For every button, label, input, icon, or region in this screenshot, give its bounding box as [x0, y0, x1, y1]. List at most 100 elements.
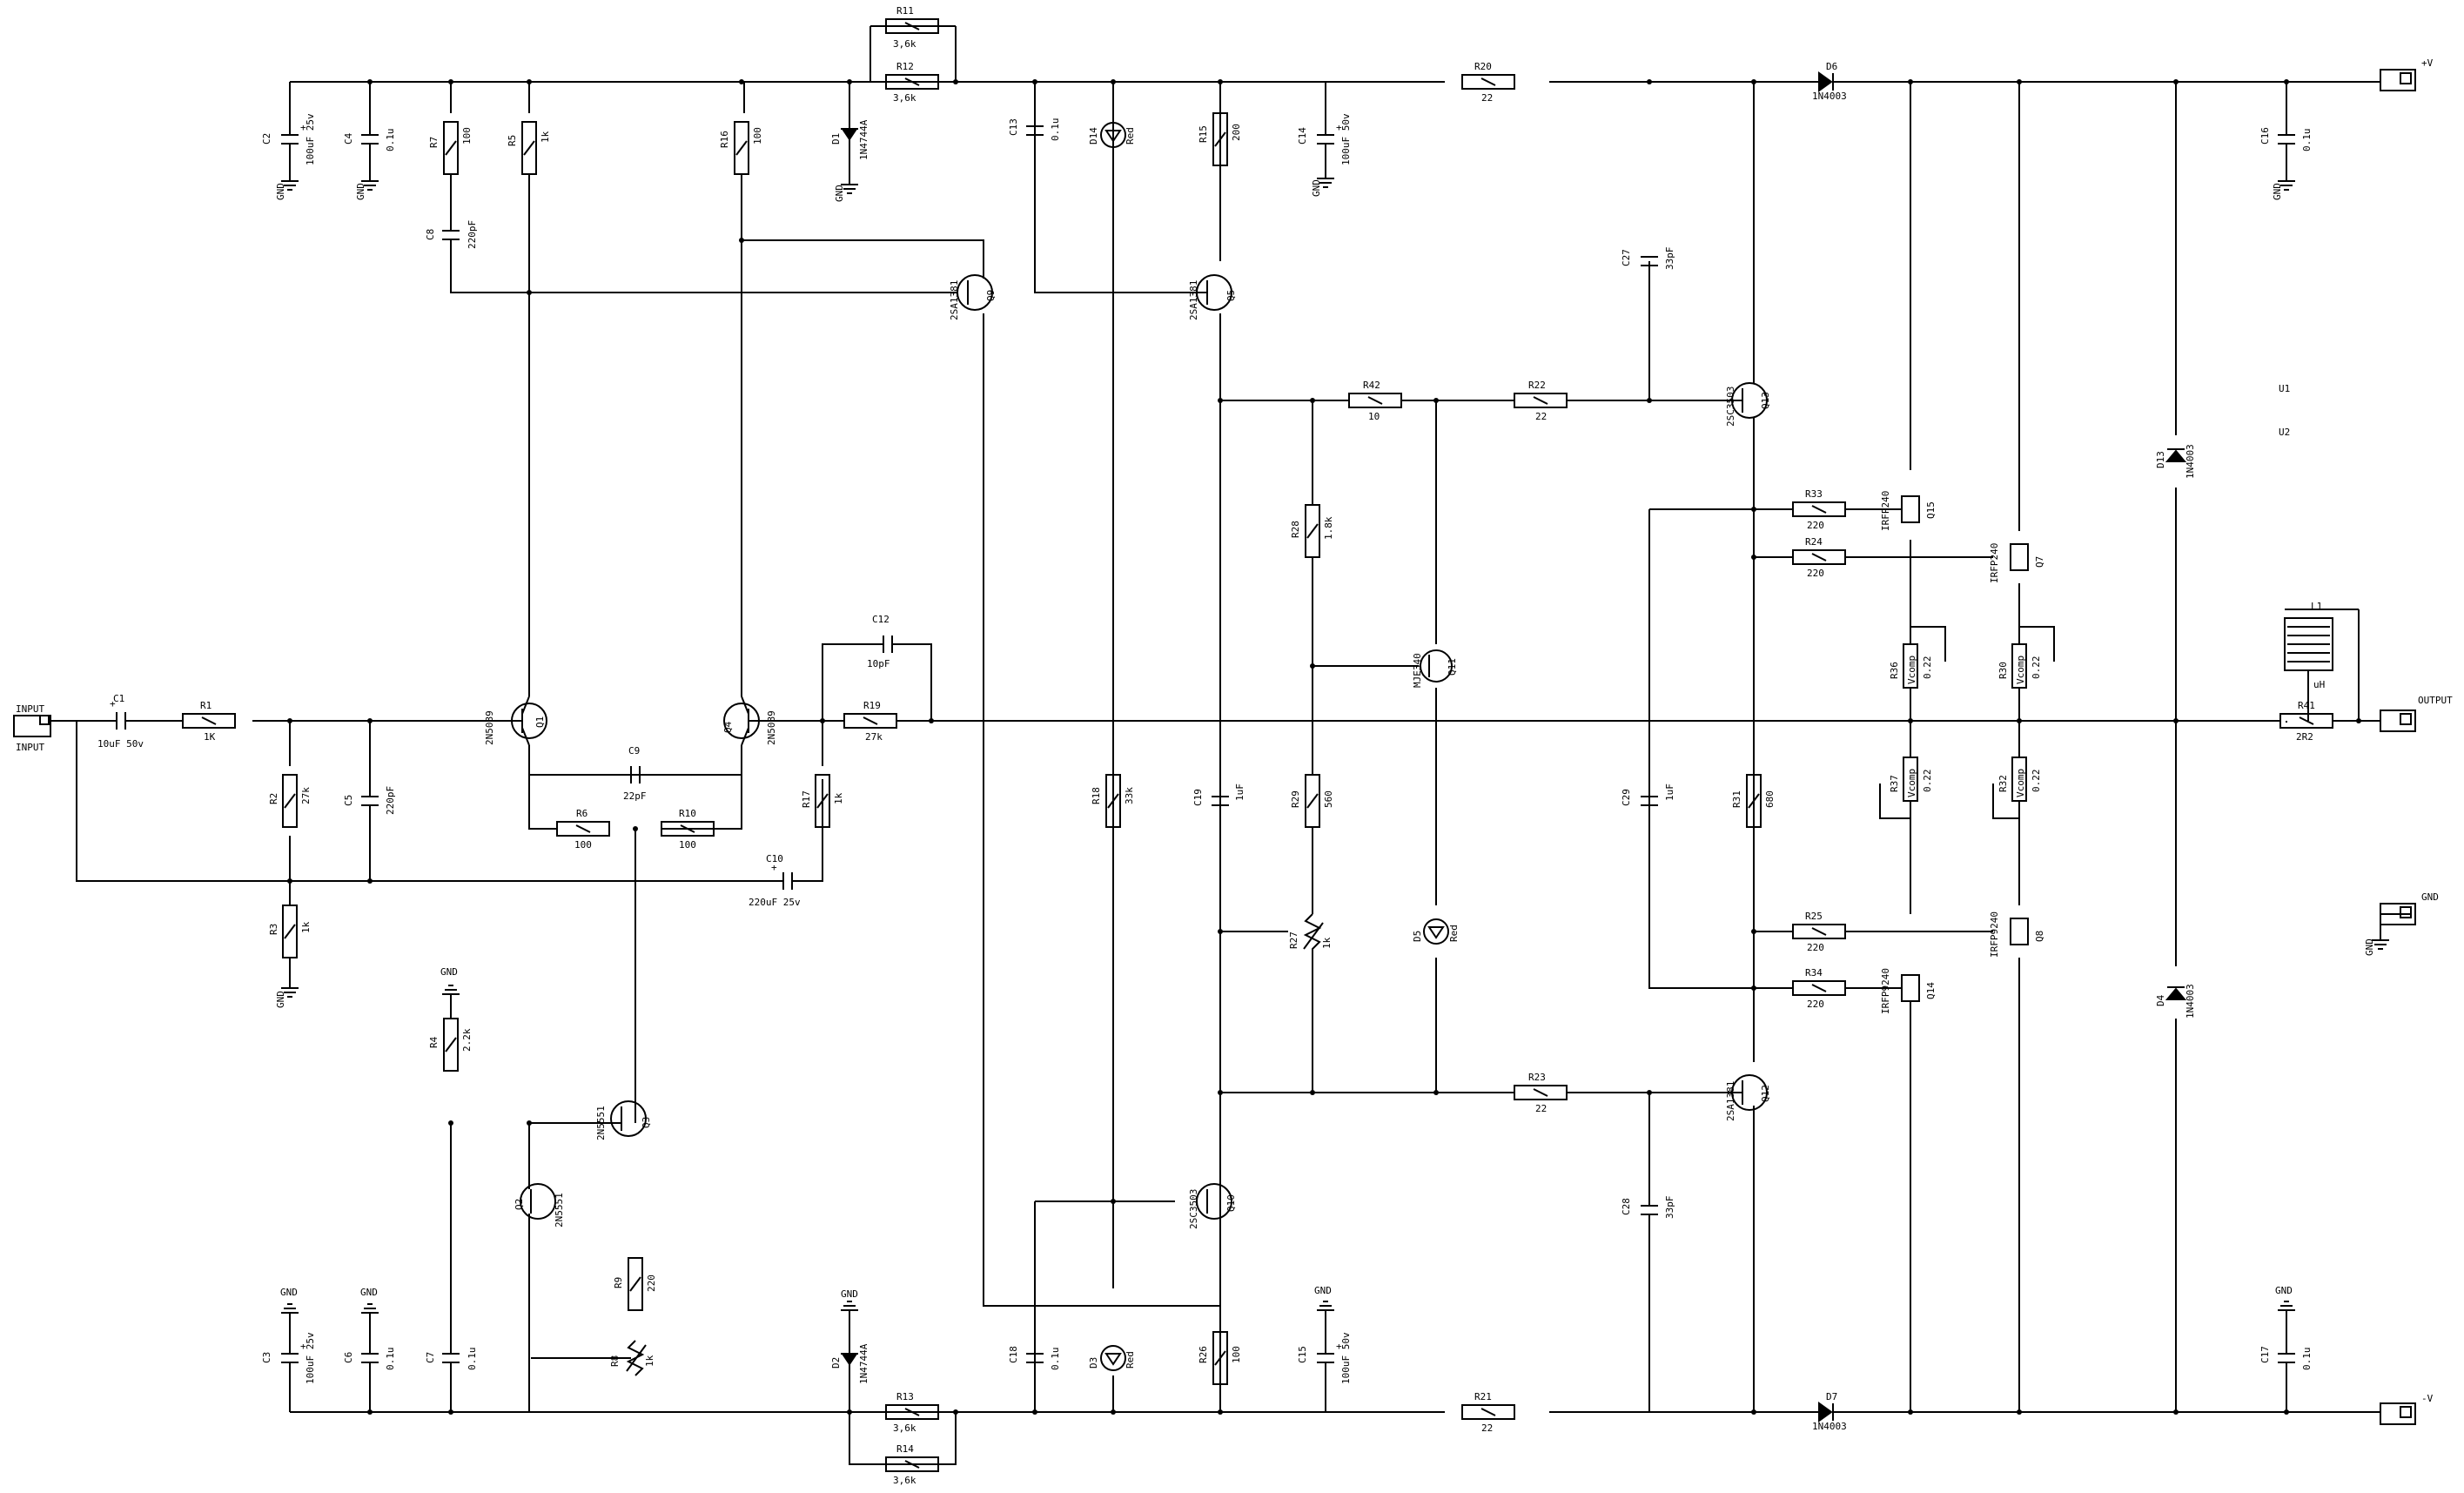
svg-text:680: 680	[1764, 790, 1776, 808]
transistor-q9: 2SA1381 Q9	[949, 274, 997, 320]
svg-text:GND: GND	[2364, 938, 2375, 956]
svg-text:R33: R33	[1805, 488, 1823, 500]
led-d5: D5 Red	[1412, 918, 1460, 945]
svg-text:R11: R11	[896, 5, 914, 17]
svg-text:200: 200	[1231, 124, 1242, 141]
svg-text:1k: 1k	[540, 131, 551, 143]
capacitor-c5: C5 220pF	[343, 766, 396, 836]
svg-text:R20: R20	[1474, 61, 1492, 72]
resistor-r28: R28 1.8k	[1290, 504, 1334, 558]
svg-text:R30: R30	[1997, 662, 2009, 679]
capacitor-c18: C18 0.1u	[1008, 1346, 1061, 1370]
svg-text:IRFP9240: IRFP9240	[1880, 968, 1891, 1014]
svg-text:Q15: Q15	[1925, 501, 1937, 519]
svg-text:Q10: Q10	[1225, 1194, 1237, 1212]
capacitor-c16: C16 0.1u	[2259, 113, 2313, 161]
wiring	[50, 25, 2411, 1465]
capacitor-c13: C13 0.1u	[1008, 118, 1061, 142]
svg-text:10uF 50v: 10uF 50v	[97, 738, 144, 750]
gnd-symbol-c15: GND	[1314, 1285, 1334, 1332]
svg-text:C7: C7	[425, 1352, 436, 1363]
svg-text:R28: R28	[1290, 521, 1301, 538]
svg-text:L1: L1	[2311, 601, 2322, 612]
svg-text:C8: C8	[425, 229, 436, 240]
svg-text:1N4003: 1N4003	[1812, 1421, 1847, 1432]
svg-text:2N5089: 2N5089	[484, 710, 495, 745]
svg-text:27k: 27k	[865, 731, 883, 743]
svg-text:C3: C3	[261, 1352, 272, 1363]
svg-text:U1: U1	[2279, 383, 2290, 394]
transistor-q10: 2SC3503 Q10	[1188, 1183, 1237, 1229]
svg-text:Q4: Q4	[722, 721, 734, 733]
svg-text:R9: R9	[613, 1277, 624, 1288]
svg-text:R37: R37	[1889, 775, 1900, 792]
svg-text:GND: GND	[2272, 183, 2283, 200]
svg-text:Q14: Q14	[1925, 982, 1937, 999]
svg-text:220: 220	[646, 1274, 657, 1292]
svg-text:R24: R24	[1805, 536, 1823, 548]
junctions	[287, 79, 2361, 1415]
svg-text:+: +	[1336, 1341, 1342, 1352]
port-input: INPUT INPUT	[13, 703, 51, 753]
svg-text:R10: R10	[679, 808, 696, 819]
svg-text:2N5089: 2N5089	[766, 710, 777, 745]
gnd-symbol-c17: GND	[2275, 1285, 2295, 1332]
svg-text:2SA1381: 2SA1381	[1725, 1081, 1736, 1121]
svg-text:Q9: Q9	[985, 290, 997, 301]
svg-text:1uF: 1uF	[1234, 783, 1245, 801]
gnd-symbol-r4: GND	[440, 966, 460, 1019]
svg-text:D6: D6	[1826, 61, 1837, 72]
potentiometer-r8: R8 1k	[531, 1340, 655, 1376]
svg-text:R13: R13	[896, 1391, 914, 1402]
svg-text:GND: GND	[440, 966, 458, 978]
svg-text:C9: C9	[628, 745, 640, 757]
svg-text:Q7: Q7	[2034, 556, 2045, 568]
mosfet-q7: IRFP240 Q7	[1989, 543, 2045, 583]
svg-text:Red: Red	[1125, 127, 1136, 145]
svg-text:100: 100	[679, 839, 696, 851]
svg-text:22: 22	[1535, 411, 1547, 422]
svg-text:1N4003: 1N4003	[2185, 444, 2196, 479]
resistor-r10: R10 100	[661, 808, 715, 851]
svg-text:R3: R3	[268, 924, 279, 935]
svg-text:GND: GND	[280, 1287, 298, 1298]
svg-text:C5: C5	[343, 795, 354, 806]
port-output: OUTPUT	[2380, 695, 2453, 732]
svg-text:R31: R31	[1731, 790, 1742, 808]
svg-text:C18: C18	[1008, 1346, 1019, 1363]
svg-text:220pF: 220pF	[385, 786, 396, 815]
resistor-r3: R3 1k	[268, 905, 312, 958]
svg-text:R8: R8	[609, 1355, 621, 1367]
svg-text:22pF: 22pF	[623, 790, 647, 802]
capacitor-c2: + C2 100uF 25v	[261, 113, 316, 165]
resistor-r18: R18 33k	[1091, 774, 1135, 828]
resistor-r4: R4 2.2k	[428, 1018, 473, 1072]
svg-text:GND: GND	[2421, 891, 2439, 903]
svg-text:2SC3503: 2SC3503	[1188, 1189, 1199, 1229]
transistor-q5: 2SA1381 Q5	[1175, 274, 1237, 320]
svg-text:27k: 27k	[300, 787, 312, 804]
svg-text:2N5551: 2N5551	[595, 1106, 607, 1140]
resistor-r17: R17 1k	[801, 774, 844, 828]
transistor-q13: 2SC3503 Q13	[1725, 382, 1771, 427]
svg-text:33pF: 33pF	[1664, 1196, 1675, 1220]
capacitor-c6: C6 0.1u	[343, 1332, 396, 1375]
resistor-r37: Vcomp R37 0.22	[1889, 757, 1933, 802]
svg-text:10pF: 10pF	[867, 658, 890, 669]
gnd-symbol-c14: GND	[1311, 165, 1334, 197]
svg-text:R5: R5	[507, 135, 518, 146]
gnd-symbol-r3: GND	[275, 958, 299, 1008]
svg-text:uH: uH	[2313, 679, 2325, 690]
gnd-symbol-c4: GND	[355, 161, 379, 200]
label-u1: U1	[2279, 383, 2290, 394]
